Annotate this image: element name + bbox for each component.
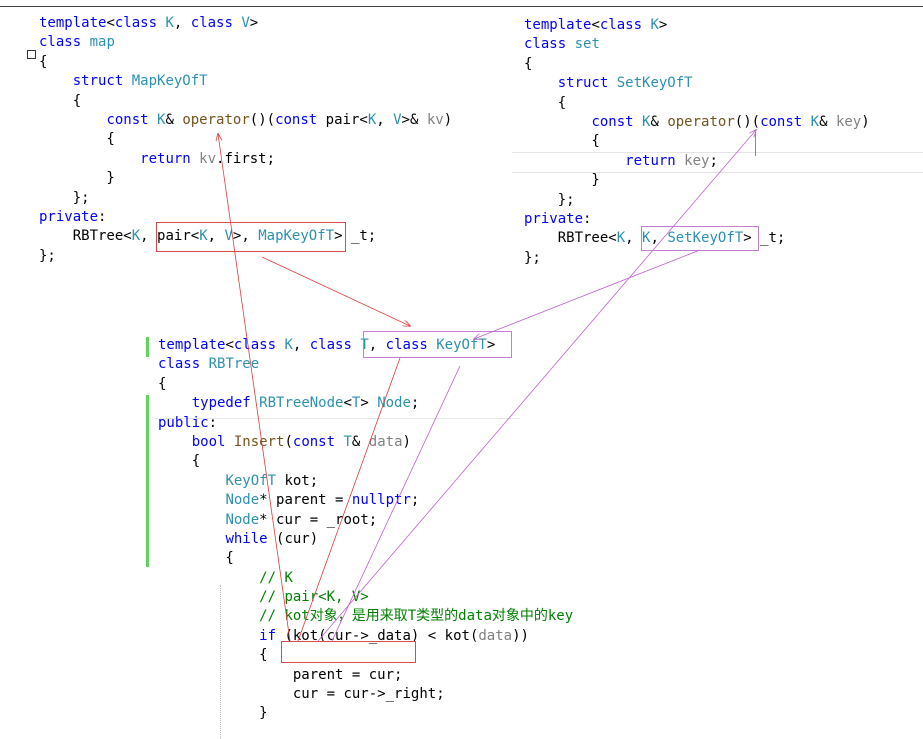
change-bar xyxy=(146,395,149,567)
code-line[interactable]: return key; xyxy=(625,152,718,169)
code-line[interactable]: } xyxy=(524,172,600,189)
rbtree-code-block: template<class K, class T, class KeyOfT>… xyxy=(158,336,573,724)
code-line[interactable]: { xyxy=(524,133,600,150)
code-line[interactable]: struct MapKeyOfT xyxy=(72,73,208,90)
code-line[interactable]: parent = cur; xyxy=(292,666,403,683)
code-line[interactable]: return kv.first; xyxy=(140,150,276,167)
code-line[interactable]: template<class K, class V> xyxy=(39,15,259,31)
code-line[interactable]: { xyxy=(524,94,567,111)
indent-guide xyxy=(220,585,221,739)
code-line[interactable]: { xyxy=(524,55,533,72)
code-line[interactable]: Node* parent = nullptr; xyxy=(225,492,420,509)
code-line[interactable]: RBTree<K, pair<K, V>, MapKeyOfT> _t; xyxy=(72,228,377,245)
code-line[interactable]: RBTree<K, K, SetKeyOfT> _t; xyxy=(557,230,786,247)
divider-line xyxy=(155,418,520,419)
kot-to-set-operator-arrow xyxy=(317,130,756,642)
code-line[interactable]: { xyxy=(158,647,268,664)
rbtree-keyoft-to-kot-arrow-2 xyxy=(331,365,461,642)
rbtree-keyoft-to-kot-arrow xyxy=(297,357,401,642)
code-line[interactable]: class RBTree xyxy=(158,356,260,373)
kot-call-box xyxy=(281,641,416,663)
code-line[interactable]: public: xyxy=(158,414,218,431)
code-line[interactable]: } xyxy=(39,170,115,187)
code-line[interactable]: { xyxy=(158,550,234,567)
code-line[interactable]: }; xyxy=(524,191,575,208)
rbtree-template-args-box xyxy=(363,331,512,358)
code-line[interactable]: private: xyxy=(524,210,592,227)
set-code-block: template<class K> class set { struct SetKe… xyxy=(524,16,870,268)
editor-top-border xyxy=(0,6,923,7)
collapse-marker[interactable] xyxy=(27,50,36,59)
code-line[interactable]: }; xyxy=(39,247,56,264)
code-line[interactable]: while (cur) xyxy=(225,530,319,547)
code-line[interactable]: }; xyxy=(524,249,541,266)
code-line[interactable]: cur = cur->_right; xyxy=(292,686,445,703)
map-to-rbtree-arrow xyxy=(261,256,410,326)
code-line[interactable]: // kot对象，是用来取T类型的data对象中的key xyxy=(259,608,574,625)
current-line-highlight xyxy=(512,152,923,173)
code-line[interactable]: class set xyxy=(524,36,600,53)
code-line[interactable]: KeyOfT kot; xyxy=(225,472,319,489)
code-line[interactable]: template<class K> xyxy=(524,17,668,33)
text-cursor xyxy=(755,132,756,156)
set-template-args-box xyxy=(641,226,759,251)
change-bar xyxy=(146,337,149,357)
code-line[interactable]: const K& operator()(const pair<K, V>& kv… xyxy=(106,111,453,128)
code-line[interactable]: bool Insert(const T& data) xyxy=(191,433,411,450)
code-line[interactable]: template<class K, class T, class KeyOfT> xyxy=(158,337,496,353)
code-line[interactable]: // K xyxy=(259,569,293,586)
code-line[interactable]: const K& operator()(const K& key) xyxy=(591,113,870,130)
code-line[interactable]: } xyxy=(158,705,268,722)
code-line[interactable]: struct SetKeyOfT xyxy=(557,75,693,92)
set-to-rbtree-arrow xyxy=(474,249,701,339)
code-line[interactable]: { xyxy=(158,453,201,470)
code-line[interactable]: { xyxy=(39,131,115,148)
code-line[interactable]: { xyxy=(158,375,167,392)
code-line[interactable]: class map xyxy=(39,34,115,51)
code-line[interactable]: typedef RBTreeNode<T> Node; xyxy=(191,395,420,412)
code-line[interactable]: Node* cur = _root; xyxy=(225,511,378,528)
kot-to-map-operator-arrow xyxy=(218,134,291,642)
map-code-block: template<class K, class V> class map { str… xyxy=(39,14,452,266)
code-line[interactable]: { xyxy=(39,92,82,109)
code-line[interactable]: }; xyxy=(39,189,90,206)
code-line[interactable]: private: xyxy=(39,208,107,225)
code-line[interactable]: { xyxy=(39,53,48,70)
map-template-args-box xyxy=(156,222,346,252)
